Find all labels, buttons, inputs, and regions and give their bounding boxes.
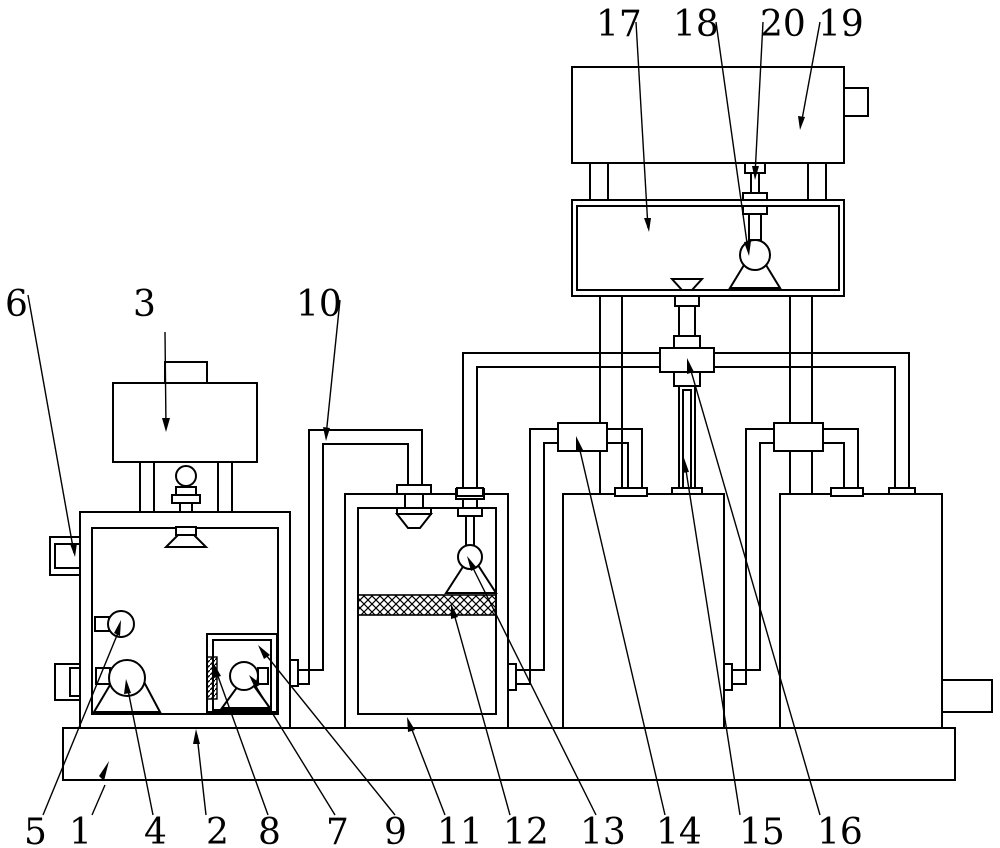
label-1: 1	[69, 812, 92, 848]
label-5: 5	[24, 812, 47, 848]
top-box-19	[571, 66, 869, 164]
label-7: 7	[326, 812, 349, 848]
label-9: 9	[384, 812, 407, 848]
chamber-17	[571, 199, 845, 297]
label-8: 8	[258, 812, 281, 848]
label-3: 3	[133, 284, 156, 325]
label-12: 12	[503, 812, 549, 848]
pump-4	[92, 659, 162, 713]
leader-lines	[27, 21, 821, 816]
pump-5	[94, 610, 135, 638]
label-10: 10	[296, 284, 342, 325]
label-18: 18	[673, 4, 719, 45]
motor-3-shaft	[163, 465, 209, 548]
base-plate	[62, 727, 956, 781]
label-11: 11	[437, 812, 483, 848]
label-19: 19	[818, 4, 864, 45]
pump-b-assembly	[723, 422, 864, 691]
label-20: 20	[760, 4, 806, 45]
label-17: 17	[596, 4, 642, 45]
label-4: 4	[144, 812, 167, 848]
pipe-10	[298, 429, 423, 685]
pump-14-assembly	[516, 422, 648, 685]
label-2: 2	[206, 812, 229, 848]
label-6: 6	[5, 284, 28, 325]
middle-tank-11	[344, 484, 517, 729]
filter-box-9	[206, 633, 278, 713]
right-tank-b	[779, 493, 943, 729]
number-labels: 5 1 4 2 8 7 9 11 12 13 14 15 16 6 3 10 1…	[5, 4, 864, 848]
right-tank-a	[562, 493, 725, 729]
label-15: 15	[739, 812, 785, 848]
label-13: 13	[580, 812, 626, 848]
label-14: 14	[656, 812, 702, 848]
outlet-pipe	[941, 679, 993, 713]
motor-3	[112, 361, 258, 463]
label-16: 16	[817, 812, 863, 848]
